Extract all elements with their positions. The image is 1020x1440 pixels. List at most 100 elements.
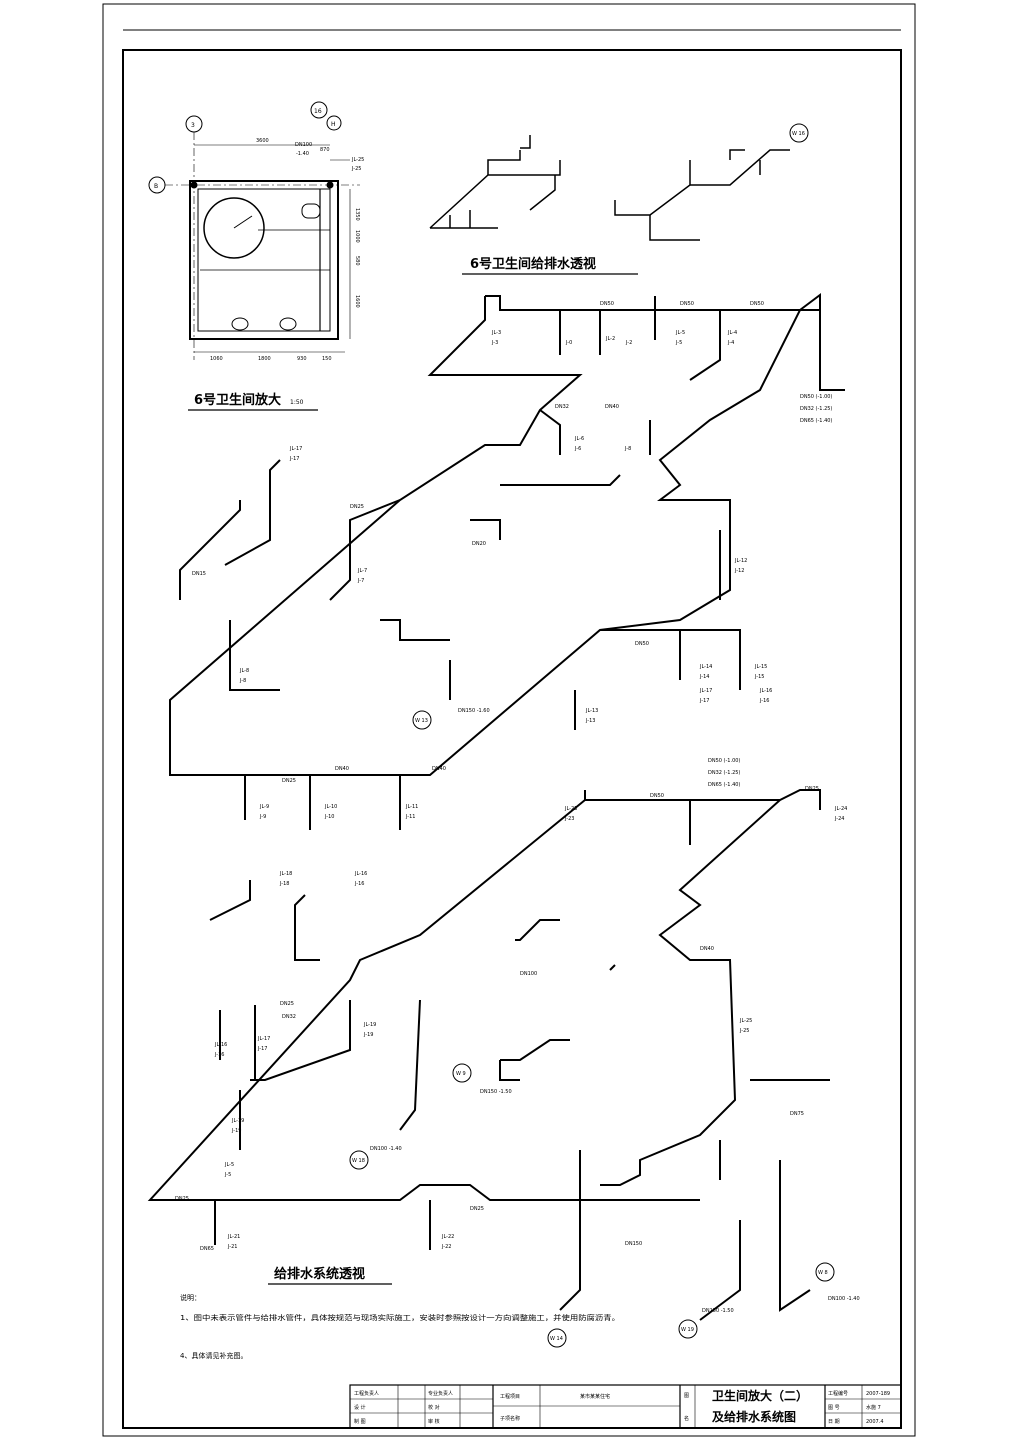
svg-text:J-5: J-5 [675,340,682,346]
svg-text:DN100 -1.40: DN100 -1.40 [370,1146,402,1152]
svg-text:DN150 -1.60: DN150 -1.60 [458,708,490,714]
svg-text:JL-6: JL-6 [574,436,584,442]
svg-text:DN40: DN40 [335,766,349,772]
svg-text:JL-5: JL-5 [675,330,685,336]
riser-tag-w16 [789,123,809,143]
svg-text:设 计: 设 计 [354,1404,366,1411]
svg-text:DN150: DN150 [625,1241,642,1247]
svg-text:J-2: J-2 [625,340,632,346]
outer-frame [102,3,916,1437]
riser-tag-w14 [547,1328,567,1348]
svg-text:DN50 (-1.00): DN50 (-1.00) [708,758,740,764]
svg-text:J-10: J-10 [324,814,334,820]
svg-text:DN25: DN25 [470,1206,484,1212]
plan-title: 6号卫生间放大 [194,392,281,408]
svg-text:JL-25: JL-25 [739,1018,752,1024]
svg-text:JL-14: JL-14 [699,664,712,670]
svg-text:J-16: J-16 [354,881,364,887]
drain-notes: DN150 -1.60 DN150 -1.50 DN100 -1.40 DN15… [370,708,860,1314]
pipe-labels-lower: JL-19 J-19 JL-16 J-16 JL-17 J-17 JL-19 J… [214,806,847,1250]
svg-text:DN40: DN40 [432,766,446,772]
svg-text:W 18: W 18 [352,1158,365,1164]
svg-text:JL-7: JL-7 [357,568,367,574]
svg-text:2007.4: 2007.4 [866,1419,884,1425]
svg-text:DN40: DN40 [605,404,619,410]
iso6-title: 6号卫生间给排水透视 [470,256,596,272]
svg-text:J-7: J-7 [357,578,364,584]
basin-2 [279,317,297,331]
svg-text:J-12: J-12 [734,568,744,574]
svg-text:DN50: DN50 [635,641,649,647]
axis-b-label: B [154,183,158,190]
svg-text:DN25: DN25 [175,1196,189,1202]
riser-tag-w19 [678,1319,698,1339]
svg-text:1600: 1600 [354,295,360,308]
riser-tag-labels: W 16 W 13 W 9 W 18 W 19 W 14 W 8 [352,131,828,1342]
svg-text:JL-19: JL-19 [231,1118,244,1124]
notes-item-2: 4、具体请见补充图。 [180,1351,247,1360]
svg-text:DN25: DN25 [350,504,364,510]
riser-tag-w18 [349,1150,369,1170]
title-block [349,1384,902,1429]
svg-text:J-8: J-8 [239,678,246,684]
svg-text:J-14: J-14 [699,674,709,680]
svg-text:J-15: J-15 [754,674,764,680]
svg-text:DN75: DN75 [790,1111,804,1117]
svg-text:DN50: DN50 [680,301,694,307]
svg-text:JL-24: JL-24 [834,806,847,812]
svg-text:水施 7: 水施 7 [866,1404,881,1411]
svg-text:DN20: DN20 [472,541,486,547]
svg-text:JL-13: JL-13 [585,708,598,714]
svg-text:DN50: DN50 [650,793,664,799]
svg-text:JL-15: JL-15 [754,664,767,670]
svg-text:1800: 1800 [258,356,271,362]
svg-text:1350: 1350 [354,208,360,221]
svg-text:3600: 3600 [256,138,269,144]
riser-tag-w9 [452,1063,472,1083]
svg-text:DN40: DN40 [700,946,714,952]
svg-text:J-24: J-24 [834,816,844,822]
axis-16-label: 16 [314,108,322,115]
svg-text:JL-16: JL-16 [759,688,772,694]
svg-text:J-18: J-18 [279,881,289,887]
svg-text:DN50: DN50 [600,301,614,307]
drawing-title-2: 及给排水系统图 [712,1409,796,1424]
svg-text:JL-21: JL-21 [227,1234,240,1240]
svg-text:J-19: J-19 [363,1032,373,1038]
bathroom-plan: 3 16 H B 3600 870 1060 1800 930 150 1350… [148,101,364,362]
svg-text:DN100 -1.40: DN100 -1.40 [828,1296,860,1302]
svg-text:DN25: DN25 [280,1001,294,1007]
svg-text:JL-17: JL-17 [699,688,712,694]
svg-text:930: 930 [297,356,307,362]
svg-text:J-17: J-17 [289,456,299,462]
svg-text:JL-19: JL-19 [363,1022,376,1028]
svg-text:870: 870 [320,147,330,153]
svg-text:JL-4: JL-4 [727,330,737,336]
riser-tag-w13 [412,710,432,730]
svg-text:JL-18: JL-18 [279,871,292,877]
svg-text:名: 名 [684,1415,689,1422]
svg-text:JL-22: JL-22 [441,1234,454,1240]
svg-text:DN50 (-1.00): DN50 (-1.00) [800,394,832,400]
svg-text:1060: 1060 [210,356,223,362]
svg-text:制 图: 制 图 [354,1418,366,1425]
iso-system-lower [147,789,830,1321]
svg-text:某市某某住宅: 某市某某住宅 [580,1393,610,1400]
svg-text:J-23: J-23 [564,816,574,822]
svg-text:DN15: DN15 [192,571,206,577]
svg-text:J-17: J-17 [699,698,709,704]
svg-text:J-6: J-6 [574,446,581,452]
svg-text:W 8: W 8 [818,1270,828,1276]
svg-text:校 对: 校 对 [428,1404,440,1411]
elevation-notes: DN50 (-1.00) DN32 (-1.25) DN65 (-1.40) D… [708,394,832,788]
svg-text:JL-25: JL-25 [351,157,364,163]
notes-heading: 说明： [180,1293,201,1302]
svg-text:DN25: DN25 [805,786,819,792]
svg-text:W 13: W 13 [415,718,428,724]
svg-text:W 14: W 14 [550,1336,563,1342]
diameter-labels: DN50 DN50 DN50 DN40 DN25 DN32 DN20 DN15 … [175,301,819,1252]
toilet [301,203,321,219]
svg-text:DN32 (-1.25): DN32 (-1.25) [800,406,832,412]
svg-text:J-21: J-21 [227,1244,237,1250]
